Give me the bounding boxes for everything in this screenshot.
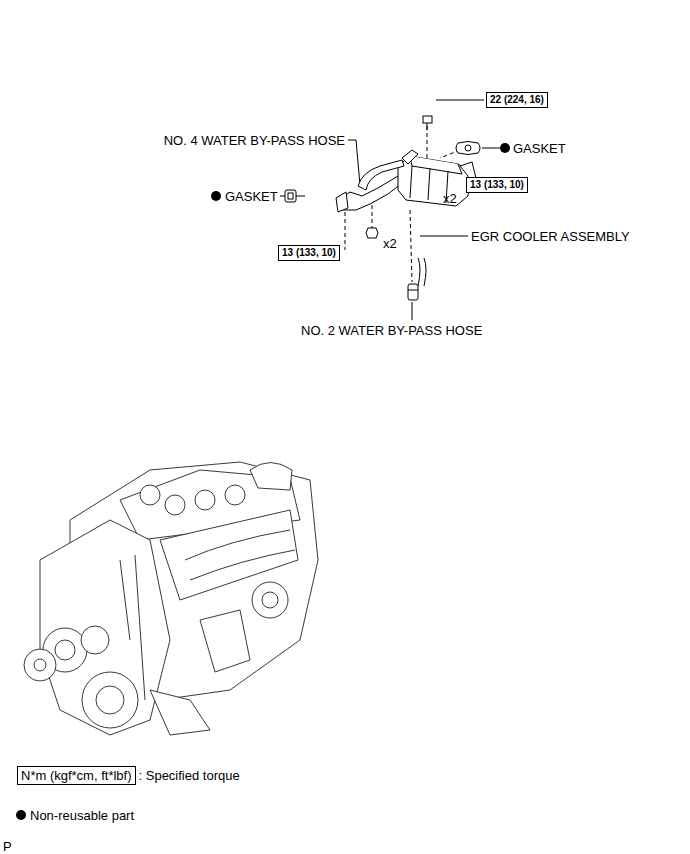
alignment-line bbox=[427, 126, 428, 160]
nut bbox=[366, 228, 378, 238]
part-name: EGR COOLER ASSEMBLY bbox=[471, 229, 630, 244]
part-name: NO. 4 WATER BY-PASS HOSE bbox=[164, 133, 345, 148]
bolt bbox=[423, 116, 432, 130]
part-name: GASKET bbox=[225, 189, 278, 204]
egr-cooler bbox=[336, 156, 476, 212]
alignment-line bbox=[372, 205, 373, 228]
non-reusable-mark bbox=[16, 810, 26, 820]
leader-line bbox=[420, 236, 468, 237]
torque-value: N*m (kgf*cm, ft*lbf) bbox=[21, 768, 132, 783]
page-mark: P bbox=[3, 839, 12, 854]
part-name: GASKET bbox=[513, 141, 566, 156]
engine-illustration bbox=[24, 462, 318, 735]
gasket bbox=[456, 142, 480, 155]
non-reusable-mark bbox=[211, 191, 221, 201]
torque-value: 13 (133, 10) bbox=[282, 247, 336, 258]
torque-box: 13 (133, 10) bbox=[466, 177, 528, 193]
torque-value: 22 (224, 16) bbox=[490, 94, 544, 105]
gasket bbox=[285, 190, 296, 202]
legend-text: : Specified torque bbox=[139, 768, 240, 783]
quantity: x2 bbox=[443, 191, 457, 206]
legend-text: Non-reusable part bbox=[30, 808, 134, 823]
alignment-line bbox=[345, 205, 346, 250]
quantity: x2 bbox=[383, 236, 397, 251]
leader-line bbox=[412, 302, 413, 320]
non-reusable-mark bbox=[500, 143, 510, 153]
water-hose bbox=[358, 150, 418, 190]
part-name: NO. 2 WATER BY-PASS HOSE bbox=[301, 323, 482, 338]
leader-line bbox=[482, 148, 500, 149]
torque-box: 13 (133, 10) bbox=[278, 245, 340, 261]
leader-line bbox=[436, 100, 484, 101]
torque-box: 22 (224, 16) bbox=[486, 92, 548, 108]
alignment-line bbox=[410, 210, 412, 282]
legend-torque-box: N*m (kgf*cm, ft*lbf) bbox=[17, 766, 136, 785]
water-hose bbox=[408, 258, 426, 300]
torque-value: 13 (133, 10) bbox=[470, 179, 524, 190]
leader-line bbox=[348, 140, 360, 185]
